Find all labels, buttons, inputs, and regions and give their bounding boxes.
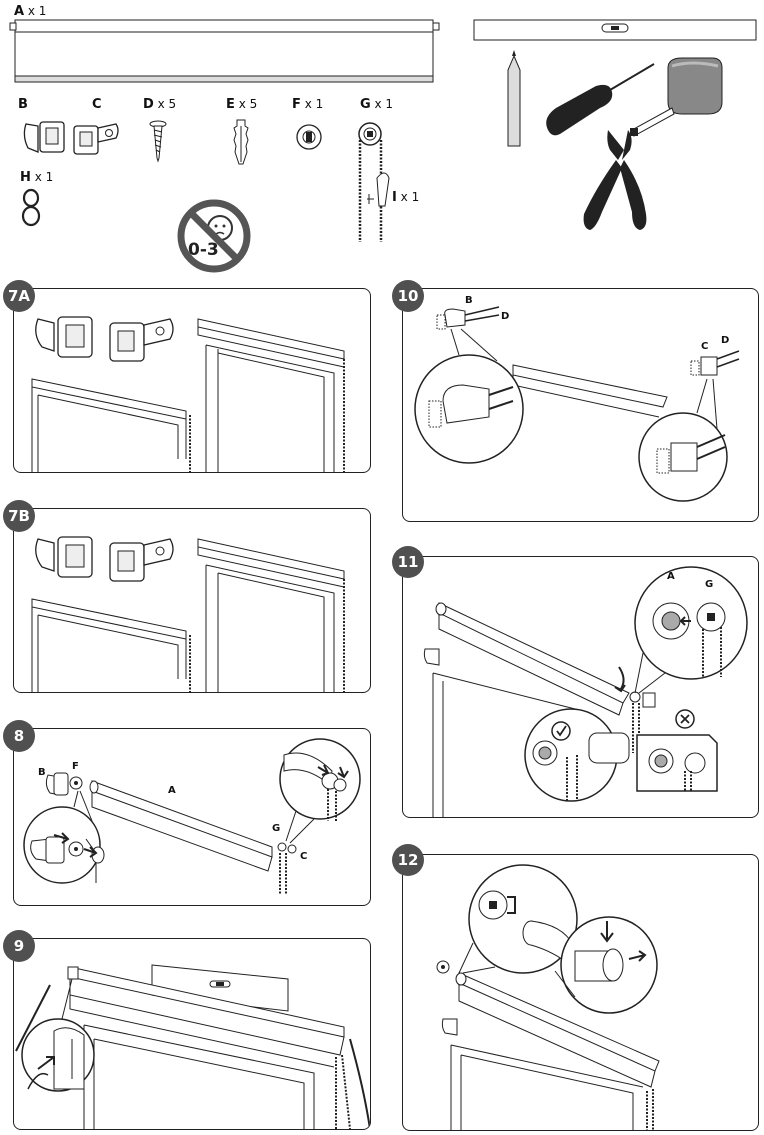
step-9-badge: 9 <box>3 930 35 962</box>
part-b-label: B <box>18 97 28 112</box>
step-8-panel: B F A G C <box>13 728 371 906</box>
part-f-label: F x 1 <box>292 97 324 112</box>
step-11-badge: 11 <box>392 546 424 578</box>
step-7b-badge: 7B <box>3 500 35 532</box>
step-8-illustration <box>23 738 361 895</box>
step-8-label-a: A <box>168 785 176 796</box>
step-10-label-b: B <box>465 295 473 306</box>
child-warning-icon <box>177 199 251 273</box>
step-9-panel <box>13 938 371 1130</box>
tools-illustration <box>473 19 757 230</box>
step-7a-panel <box>13 288 371 473</box>
step-12-illustration <box>436 864 660 1130</box>
step-9-illustration <box>15 964 370 1129</box>
step-11-panel: A G <box>402 556 759 818</box>
step-10-illustration <box>414 306 740 502</box>
step-11-illustration <box>423 566 748 817</box>
chain-control-g-icon <box>358 122 390 242</box>
step-11-label-g: G <box>705 579 714 590</box>
step-10-badge: 10 <box>392 280 424 312</box>
step-8-label-f: F <box>72 761 79 772</box>
step-10-panel: B D C D <box>402 288 759 522</box>
child-warning-age: 0-3 <box>188 240 219 260</box>
roller-tube-a-drawing <box>9 19 440 83</box>
step-8-label-b: B <box>38 767 46 778</box>
step-7b-panel <box>13 508 371 693</box>
step-8-badge: 8 <box>3 720 35 752</box>
step-8-label-g: G <box>272 823 281 834</box>
part-c-label: C <box>92 97 102 112</box>
bracket-c-icon <box>73 123 119 155</box>
step-12-badge: 12 <box>392 844 424 876</box>
part-e-label: E x 5 <box>226 97 258 112</box>
step-8-label-c: C <box>300 851 308 862</box>
bracket-b-icon <box>23 121 65 153</box>
part-h-label: H x 1 <box>20 170 54 185</box>
part-g-label: G x 1 <box>360 97 394 112</box>
part-a-label: A x 1 <box>14 4 47 19</box>
part-d-label: D x 5 <box>143 97 177 112</box>
step-11-label-a: A <box>667 571 675 582</box>
wall-plug-e-icon <box>233 119 249 165</box>
step-7a-badge: 7A <box>3 280 35 312</box>
screw-d-icon <box>149 120 167 163</box>
chain-stop-i-icon <box>367 194 374 204</box>
part-i-label: I x 1 <box>392 190 420 205</box>
step-10-label-d1: D <box>501 311 510 322</box>
step-12-panel <box>402 854 759 1131</box>
step-7b-illustration <box>31 536 345 692</box>
step-10-label-c: C <box>701 341 709 352</box>
step-10-label-d2: D <box>721 335 730 346</box>
end-plug-f-icon <box>296 124 322 150</box>
hook-h-icon <box>21 188 41 227</box>
step-7a-illustration <box>31 316 345 472</box>
